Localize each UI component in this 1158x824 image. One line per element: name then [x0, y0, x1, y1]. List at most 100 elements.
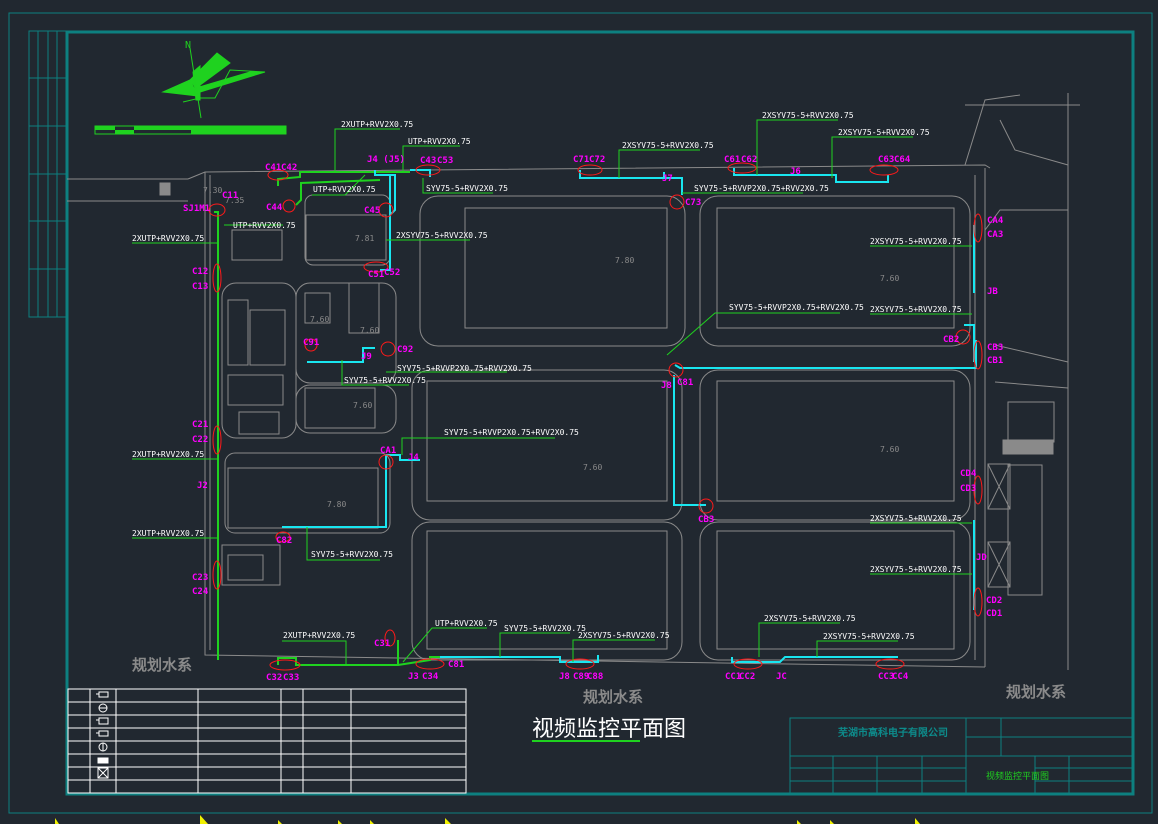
svg-text:J9: J9: [361, 352, 372, 362]
cable-label: SYV75-5+RVVP2X0.75+RVV2X0.75: [444, 428, 579, 437]
svg-text:C24: C24: [192, 587, 209, 597]
svg-text:CC4: CC4: [892, 672, 909, 682]
svg-text:J8: J8: [661, 381, 672, 391]
svg-text:J7: J7: [662, 174, 673, 184]
water-label: 规划水系: [1006, 683, 1066, 701]
svg-text:C13: C13: [192, 282, 208, 292]
svg-text:CB3: CB3: [698, 515, 714, 525]
cable-label: 2XUTP+RVV2X0.75: [341, 120, 413, 129]
cable-label: 2XSYV75-5+RVV2X0.75: [578, 631, 670, 640]
cable-label: 2XSYV75-5+RVV2X0.75: [870, 514, 962, 523]
svg-text:C12: C12: [192, 267, 208, 277]
binding-strip: [28, 30, 67, 318]
svg-text:7.60: 7.60: [583, 463, 602, 472]
bullet-camera-icon: [96, 730, 109, 737]
north-label: N: [185, 40, 191, 51]
svg-text:C82: C82: [276, 536, 292, 546]
svg-text:C73: C73: [685, 198, 701, 208]
svg-text:JD: JD: [976, 553, 987, 563]
cable-label: 2XSYV75-5+RVV2X0.75: [870, 305, 962, 314]
svg-text:C45: C45: [364, 206, 380, 216]
svg-text:7.80: 7.80: [615, 256, 634, 265]
svg-text:CC2: CC2: [739, 672, 755, 682]
cable-label: 2XUTP+RVV2X0.75: [132, 234, 204, 243]
cable-label: 2XSYV75-5+RVV2X0.75: [396, 231, 488, 240]
cable-label: 2XSYV75-5+RVV2X0.75: [764, 614, 856, 623]
leader-lines: [132, 119, 972, 665]
svg-text:C43: C43: [420, 156, 436, 166]
svg-text:7.30: 7.30: [203, 186, 222, 195]
svg-text:J4 (J5): J4 (J5): [367, 155, 405, 165]
dome-camera-icon: [98, 703, 108, 713]
svg-text:JB: JB: [987, 287, 998, 297]
svg-text:CD4: CD4: [960, 469, 977, 479]
svg-text:J3: J3: [408, 672, 419, 682]
svg-text:7.60: 7.60: [310, 315, 329, 324]
cable-label: UTP+RVV2X0.75: [408, 137, 471, 146]
elevation-labels: 7.30 7.35 7.81 7.80 7.60 7.60 7.60 7.60 …: [203, 186, 899, 509]
svg-text:C31: C31: [374, 639, 390, 649]
ptz-dome-camera-icon: [98, 742, 108, 752]
svg-text:C11: C11: [222, 191, 238, 201]
svg-text:C81: C81: [677, 378, 693, 388]
svg-text:CD1: CD1: [986, 609, 1002, 619]
svg-text:C91: C91: [303, 338, 319, 348]
svg-text:C21: C21: [192, 420, 208, 430]
svg-text:SJ1M1: SJ1M1: [183, 204, 210, 214]
svg-text:JC: JC: [776, 672, 787, 682]
svg-text:C62: C62: [741, 155, 757, 165]
svg-text:CD2: CD2: [986, 596, 1002, 606]
svg-text:C34: C34: [422, 672, 439, 682]
svg-text:7.60: 7.60: [360, 326, 379, 335]
svg-text:C51: C51: [368, 270, 384, 280]
svg-text:C23: C23: [192, 573, 208, 583]
water-label: 规划水系: [583, 688, 643, 706]
svg-text:C92: C92: [397, 345, 413, 355]
cable-labels: 2XUTP+RVV2X0.75 UTP+RVV2X0.75 UTP+RVV2X0…: [132, 111, 962, 641]
svg-text:CB1: CB1: [987, 356, 1003, 366]
outer-frame: [8, 12, 1153, 814]
svg-text:CC1: CC1: [725, 672, 741, 682]
cable-label: 2XUTP+RVV2X0.75: [132, 450, 204, 459]
titleblock-drawing-name: 视频监控平面图: [986, 770, 1049, 782]
cable-label: 2XSYV75-5+RVV2X0.75: [622, 141, 714, 150]
cable-label: SYV75-5+RVV2X0.75: [344, 376, 426, 385]
svg-text:C42: C42: [281, 163, 297, 173]
cable-label: 2XUTP+RVV2X0.75: [283, 631, 355, 640]
legend-table: [67, 688, 467, 794]
cable-label: UTP+RVV2X0.75: [313, 185, 376, 194]
svg-text:C32: C32: [266, 673, 282, 683]
svg-text:7.35: 7.35: [225, 196, 244, 205]
scale-bar: [94, 125, 287, 135]
svg-text:C53: C53: [437, 156, 453, 166]
camera-labels: C41 C42 J4 (J5) C43 C53 C71 C72 C61 C62 …: [183, 155, 1004, 683]
cable-label: 2XSYV75-5+RVV2X0.75: [870, 565, 962, 574]
north-arrow-icon: N: [161, 40, 266, 119]
distribution-box-icon: [97, 767, 109, 779]
cable-label: SYV75-5+RVVP2X0.75+RVV2X0.75: [397, 364, 532, 373]
coax-cable-routes: [282, 168, 977, 663]
legend-icons: [96, 691, 109, 779]
fixed-camera-icon: [96, 691, 109, 698]
cable-label: 2XSYV75-5+RVV2X0.75: [838, 128, 930, 137]
svg-text:C71: C71: [573, 155, 589, 165]
svg-text:CB3: CB3: [987, 343, 1003, 353]
cable-label: UTP+RVV2X0.75: [233, 221, 296, 230]
camera-symbols: [208, 162, 983, 671]
cable-label: SYV75-5+RVVP2X0.75+RVV2X0.75: [729, 303, 864, 312]
site-plan: [67, 93, 1080, 670]
svg-text:J4: J4: [408, 453, 419, 463]
svg-text:C89: C89: [573, 672, 589, 682]
svg-text:C88: C88: [587, 672, 603, 682]
cable-label: 2XSYV75-5+RVV2X0.75: [762, 111, 854, 120]
inner-frame: [65, 30, 1135, 796]
svg-text:7.60: 7.60: [880, 274, 899, 283]
svg-text:C41: C41: [265, 163, 281, 173]
cable-label: 2XSYV75-5+RVV2X0.75: [870, 237, 962, 246]
svg-text:CA4: CA4: [987, 216, 1004, 226]
svg-text:C64: C64: [894, 155, 911, 165]
water-label: 规划水系: [132, 656, 192, 674]
junction-box-icon: [97, 757, 109, 764]
svg-text:7.60: 7.60: [353, 401, 372, 410]
